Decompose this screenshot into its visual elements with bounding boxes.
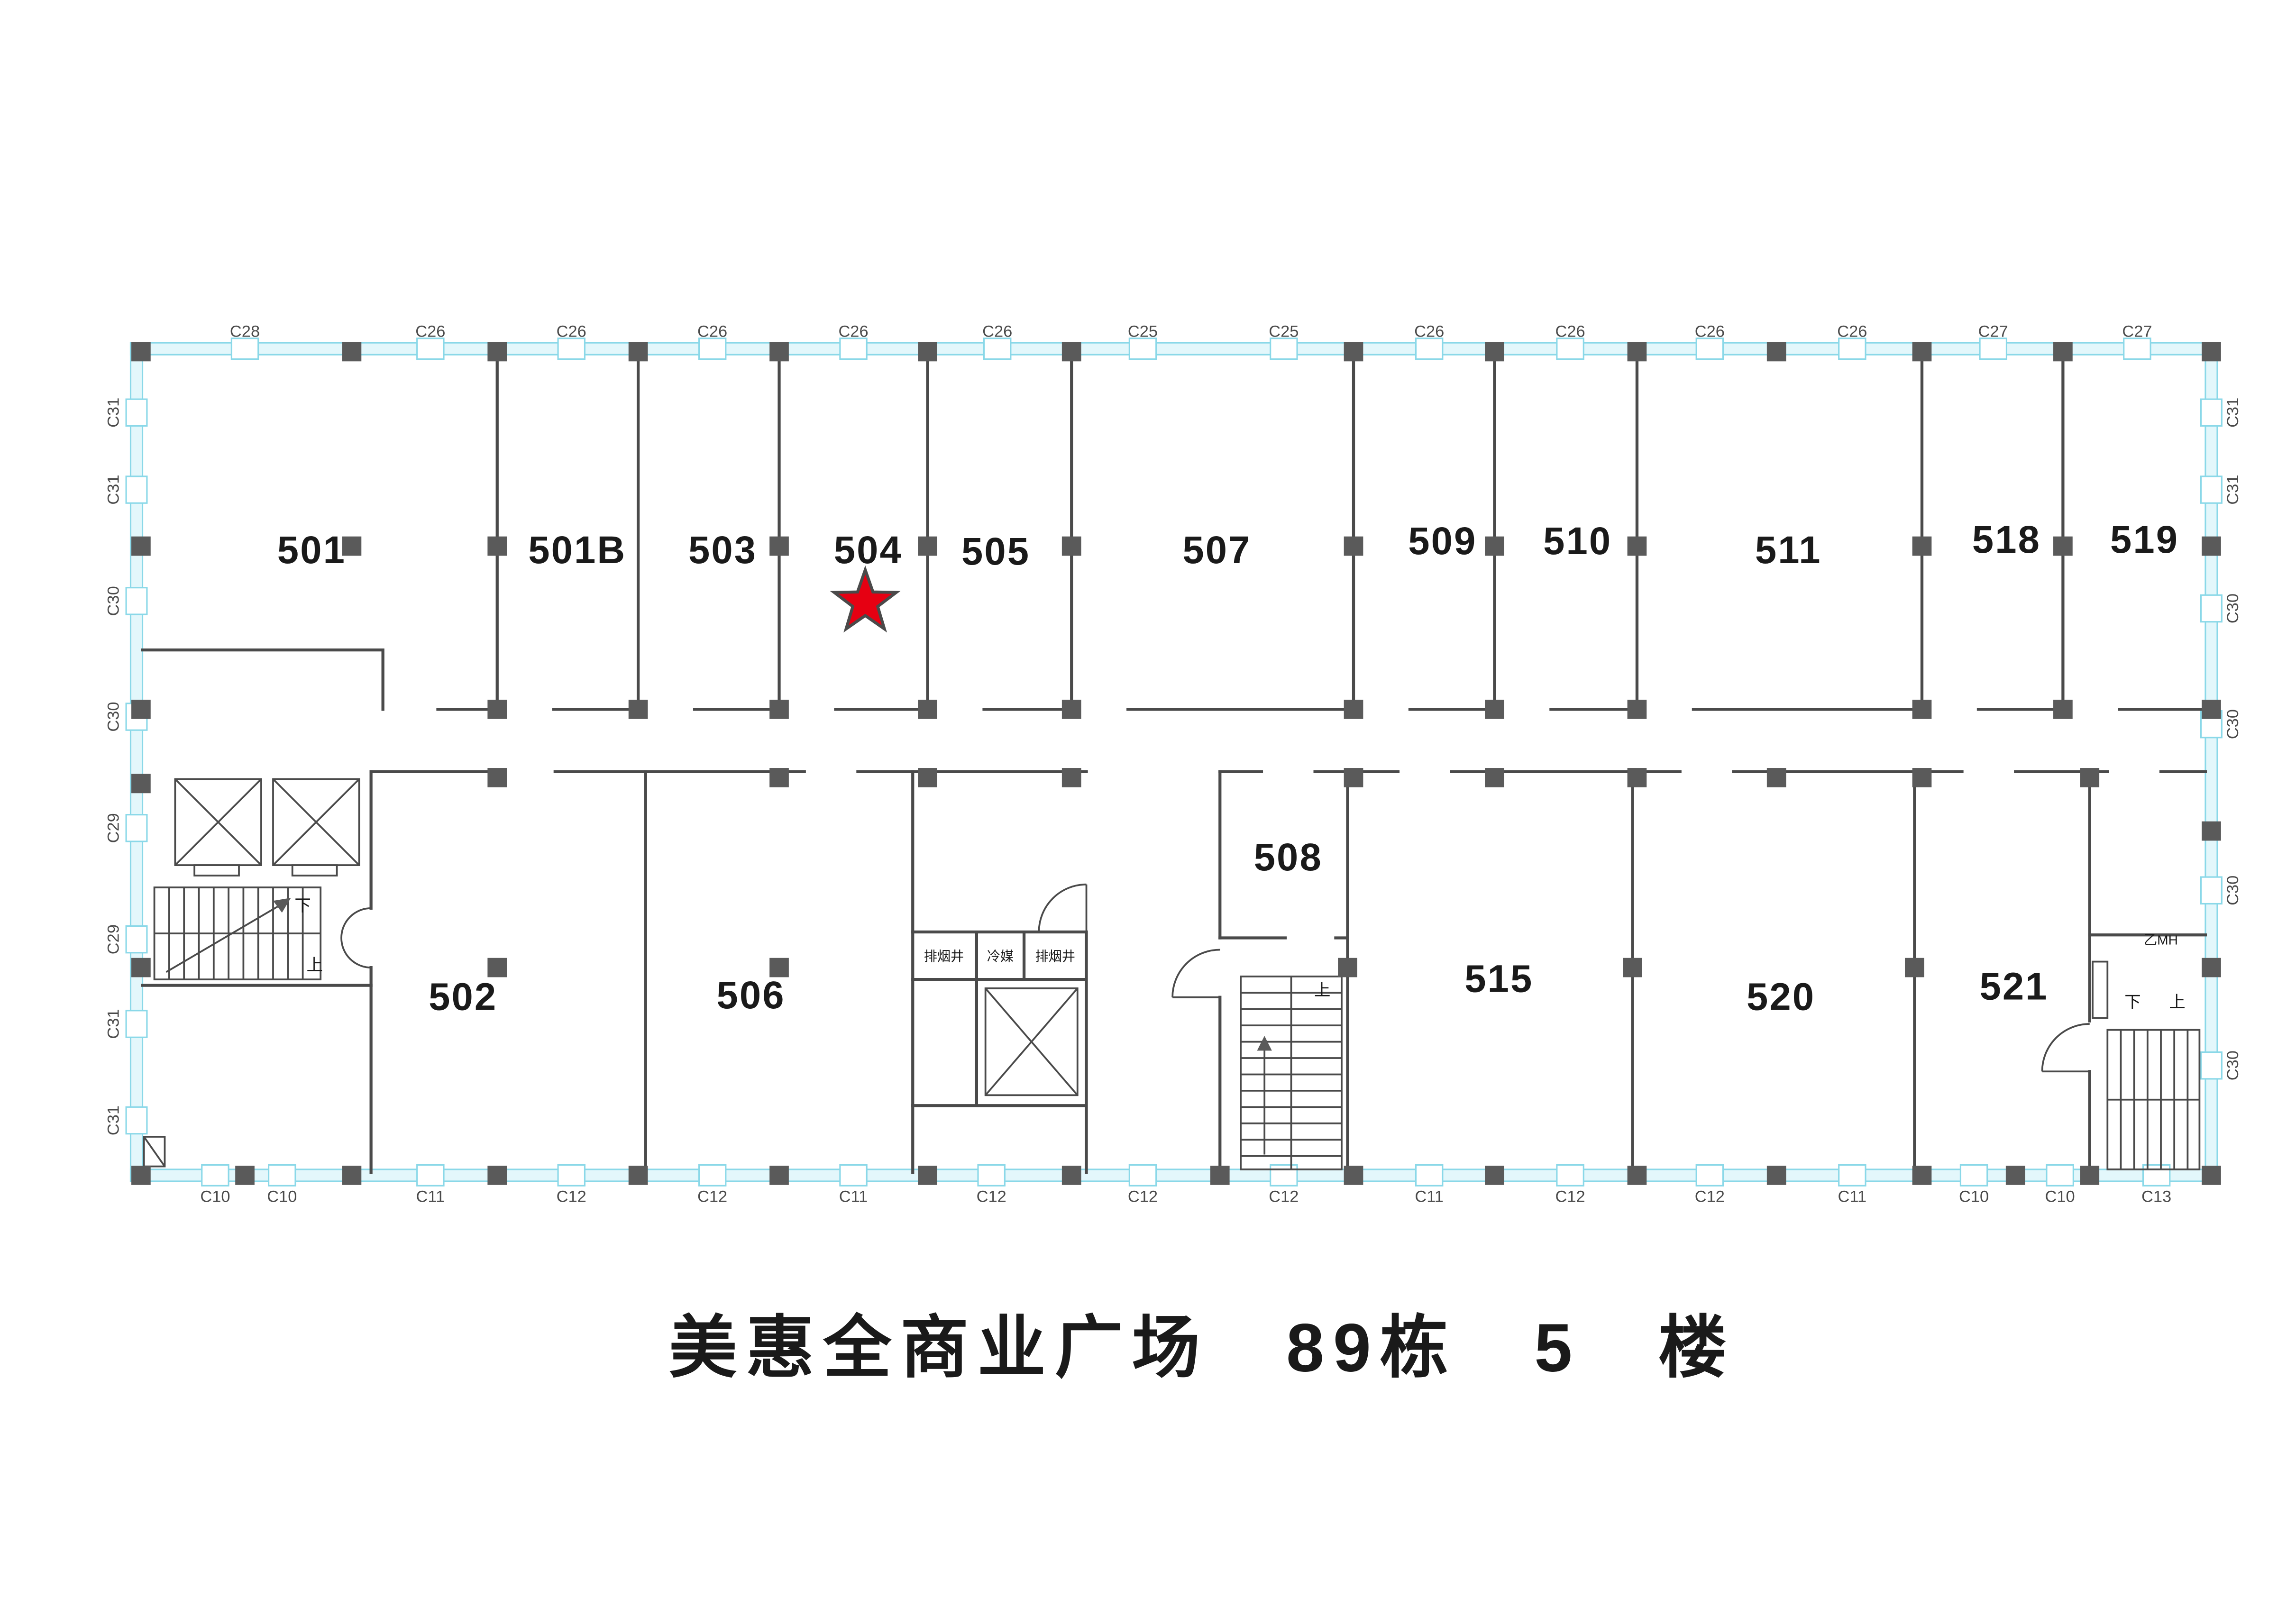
window-marks <box>125 338 2223 1187</box>
grid-label-top: C25 <box>1127 323 1158 342</box>
room-label-511: 511 <box>1755 527 1822 572</box>
room-label-515: 515 <box>1464 956 1534 1001</box>
grid-label-bottom: C11 <box>1838 1188 1867 1207</box>
room-label-506: 506 <box>716 973 786 1017</box>
grid-label-top: C27 <box>2122 323 2152 342</box>
room-label-501b: 501B <box>528 527 627 572</box>
room-label-518: 518 <box>1972 517 2041 562</box>
stair-icon-right <box>2092 960 2201 1170</box>
room-label-507: 507 <box>1182 527 1252 572</box>
elevator-icons-left <box>174 778 360 877</box>
grid-label-top: C25 <box>1269 323 1299 342</box>
interior-walls <box>141 353 2207 1174</box>
grid-label-bottom: C10 <box>267 1188 297 1207</box>
grid-label-top: C26 <box>1555 323 1585 342</box>
room-label-502: 502 <box>429 974 498 1019</box>
room-label-503: 503 <box>688 527 758 572</box>
stair-label-up-left: 上 <box>306 957 323 975</box>
grid-label-bottom: C11 <box>839 1188 868 1207</box>
grid-label-top: C26 <box>697 323 728 342</box>
grid-label-bottom: C10 <box>1958 1188 1989 1207</box>
grid-label-left: C29 <box>105 924 123 955</box>
room-label-521: 521 <box>1979 964 2049 1009</box>
grid-label-bottom: C11 <box>1415 1188 1444 1207</box>
fixture-tag: 乙MH <box>2144 932 2178 948</box>
grid-label-top: C26 <box>556 323 586 342</box>
grid-label-right: C30 <box>2224 1050 2243 1081</box>
grid-label-top: C27 <box>1978 323 2008 342</box>
grid-label-top: C26 <box>1837 323 1867 342</box>
fixture-icon <box>2092 960 2109 1019</box>
stair-icon-left <box>153 886 322 981</box>
stair-label-up-right: 上 <box>2169 994 2186 1013</box>
grid-label-left: C30 <box>105 586 123 616</box>
room-label-505: 505 <box>961 529 1031 574</box>
grid-label-left: C30 <box>105 702 123 732</box>
grid-label-bottom: C12 <box>1555 1188 1585 1207</box>
grid-label-bottom: C12 <box>1127 1188 1158 1207</box>
room-label-508: 508 <box>1253 834 1323 879</box>
shaft-label-cooling: 冷媒 <box>987 949 1014 964</box>
grid-label-bottom: C12 <box>1269 1188 1299 1207</box>
grid-label-top: C26 <box>1414 323 1445 342</box>
grid-label-top: C26 <box>415 323 446 342</box>
grid-label-bottom: C13 <box>2141 1188 2172 1207</box>
grid-label-bottom: C12 <box>1694 1188 1725 1207</box>
grid-label-bottom: C12 <box>697 1188 728 1207</box>
grid-label-bottom: C10 <box>200 1188 230 1207</box>
room-label-504: 504 <box>833 527 903 572</box>
stair-label-down-left: 下 <box>294 897 311 916</box>
room-label-520: 520 <box>1746 974 1816 1019</box>
page-title: 美惠全商业广场 89栋 5 楼 <box>668 1309 1736 1386</box>
stair-label-down-right: 下 <box>2124 994 2141 1013</box>
room-label-510: 510 <box>1543 519 1612 564</box>
room-label-519: 519 <box>2110 517 2179 562</box>
column-squares <box>131 342 2221 1185</box>
grid-label-left: C31 <box>105 475 123 505</box>
grid-label-top: C26 <box>1694 323 1725 342</box>
grid-label-bottom: C12 <box>976 1188 1006 1207</box>
grid-label-top: C26 <box>838 323 869 342</box>
grid-label-bottom: C12 <box>556 1188 586 1207</box>
grid-label-right: C31 <box>2224 475 2243 505</box>
star-marker <box>830 565 901 633</box>
room-label-509: 509 <box>1408 519 1477 564</box>
stair-icon-middle <box>1240 975 1343 1170</box>
grid-label-left: C31 <box>105 1009 123 1039</box>
room-label-501: 501 <box>277 527 347 572</box>
grid-label-top: C28 <box>229 323 260 342</box>
corner-detail <box>143 1136 166 1168</box>
door-swings <box>340 883 2090 1073</box>
grid-label-right: C30 <box>2224 875 2243 905</box>
grid-label-right: C31 <box>2224 397 2243 428</box>
grid-label-left: C31 <box>105 397 123 428</box>
outer-walls <box>129 342 2218 1182</box>
elevator-icon-middle <box>984 987 1079 1096</box>
grid-label-left: C29 <box>105 813 123 843</box>
grid-label-bottom: C10 <box>2045 1188 2075 1207</box>
grid-label-right: C30 <box>2224 593 2243 624</box>
shaft-label-smoke-2: 排烟井 <box>1035 949 1076 964</box>
shaft-label-smoke-1: 排烟井 <box>924 949 964 964</box>
grid-label-right: C30 <box>2224 709 2243 740</box>
grid-label-bottom: C11 <box>416 1188 445 1207</box>
grid-label-left: C31 <box>105 1105 123 1136</box>
stair-label-up-middle: 上 <box>1314 982 1331 1000</box>
grid-label-top: C26 <box>982 323 1013 342</box>
